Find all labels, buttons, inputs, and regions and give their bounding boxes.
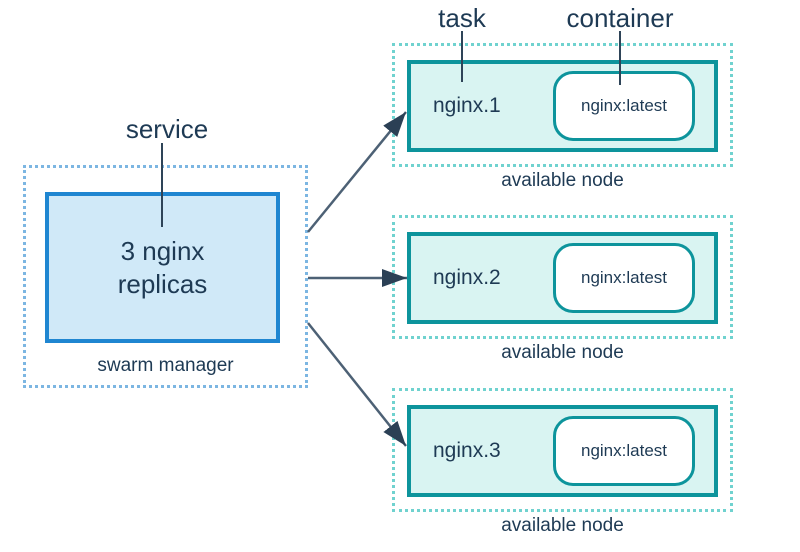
service-box-label: 3 nginx replicas [117, 236, 208, 299]
node-2-container-label: nginx:latest [581, 268, 667, 287]
task-label: task [438, 3, 486, 33]
node-3: nginx.3 nginx:latest available node [392, 388, 733, 537]
swarm-manager-box: 3 nginx replicas swarm manager [23, 165, 308, 388]
node-2-task-label: nginx.2 [433, 266, 501, 289]
node-3-container-box: nginx:latest [553, 416, 695, 486]
node-1-container-box: nginx:latest [553, 71, 695, 141]
node-3-task-box: nginx.3 nginx:latest [407, 405, 718, 497]
swarm-manager-caption: swarm manager [97, 355, 234, 376]
container-label: container [566, 3, 674, 33]
node-3-box: nginx.3 nginx:latest [392, 388, 733, 512]
node-2-task-box: nginx.2 nginx:latest [407, 232, 718, 324]
node-1-box: nginx.1 nginx:latest [392, 43, 733, 167]
service-box: 3 nginx replicas [45, 192, 280, 343]
node-1-task-box: nginx.1 nginx:latest [407, 60, 718, 152]
node-1-task-label: nginx.1 [433, 94, 501, 117]
node-3-caption: available node [501, 515, 624, 536]
node-1: nginx.1 nginx:latest available node [392, 43, 733, 192]
service-label: service [125, 114, 209, 144]
node-2: nginx.2 nginx:latest available node [392, 215, 733, 364]
node-2-caption: available node [501, 342, 624, 363]
node-2-box: nginx.2 nginx:latest [392, 215, 733, 339]
node-3-container-label: nginx:latest [581, 441, 667, 460]
node-1-container-label: nginx:latest [581, 96, 667, 115]
node-1-caption: available node [501, 170, 624, 191]
node-3-task-label: nginx.3 [433, 439, 501, 462]
node-2-container-box: nginx:latest [553, 243, 695, 313]
